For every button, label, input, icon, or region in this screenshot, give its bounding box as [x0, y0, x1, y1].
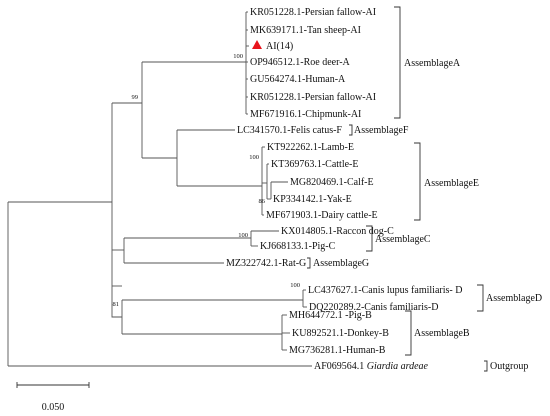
taxon-label: DQ220289.2-Canis familiaris-D: [309, 302, 438, 313]
taxon-label: KR051228.1-Persian fallow-AI: [250, 92, 376, 103]
bracket-assemblage-b: [405, 310, 412, 356]
taxon-label: KX014805.1-Raccon dog-C: [281, 226, 394, 237]
taxon-label: MG820469.1-Calf-E: [290, 177, 374, 188]
taxon-label: KP334142.1-Yak-E: [273, 194, 352, 205]
scale-bar-line: [16, 382, 90, 388]
bootstrap-value: 81: [113, 301, 120, 308]
tree-branches: [7, 11, 312, 367]
red-triangle-icon: [252, 40, 262, 49]
branch-db-link: [111, 286, 122, 318]
outgroup-species: Giardia ardeae: [367, 361, 429, 372]
group-brackets: [307, 6, 488, 372]
taxon-label: GU564274.1-Human-A: [250, 74, 346, 85]
bootstrap-value: 86: [259, 198, 266, 205]
taxon-label: LC341570.1-Felis catus-F: [237, 125, 342, 136]
group-label-c: AssemblageC: [375, 234, 431, 245]
taxon-label: KU892521.1-Donkey-B: [292, 328, 389, 339]
bootstrap-value: 99: [132, 94, 139, 101]
taxon-label: MG736281.1-Human-B: [289, 345, 386, 356]
bracket-outgroup: [484, 360, 488, 372]
bracket-assemblage-g: [307, 257, 311, 269]
bracket-assemblage-a: [394, 6, 401, 119]
taxon-label: KR051228.1-Persian fallow-AI: [250, 7, 376, 18]
taxon-label: AI(14): [266, 41, 293, 52]
bootstrap-value: 100: [233, 53, 243, 60]
outgroup-label: AF069564.1 Giardia ardeae: [314, 361, 429, 372]
bootstrap-value: 100: [290, 282, 300, 289]
bootstrap-value: 100: [249, 154, 259, 161]
group-label-outgroup: Outgroup: [490, 361, 528, 372]
bracket-assemblage-c: [366, 225, 373, 252]
scale-bar-label: 0.050: [42, 402, 65, 413]
scale-bar: 0.050: [16, 382, 90, 413]
bracket-assemblage-f: [349, 124, 353, 136]
bracket-assemblage-e: [414, 142, 421, 221]
group-label-b: AssemblageB: [414, 328, 470, 339]
outgroup-accession: AF069564.1: [314, 361, 364, 372]
taxon-label: KJ668133.1-Pig-C: [260, 241, 336, 252]
taxon-label: MK639171.1-Tan sheep-AI: [250, 25, 361, 36]
taxon-label: MH644772.1 -Pig-B: [289, 310, 372, 321]
group-labels: AssemblageA AssemblageF AssemblageE Asse…: [313, 58, 542, 372]
taxon-label: MF671903.1-Dairy cattle-E: [266, 210, 378, 221]
group-label-e: AssemblageE: [424, 178, 479, 189]
group-label-f: AssemblageF: [354, 125, 409, 136]
bootstrap-values: 100 99 100 86 100 100 81: [113, 53, 301, 308]
group-label-d: AssemblageD: [486, 293, 542, 304]
taxon-label: KT369763.1-Cattle-E: [271, 159, 358, 170]
taxon-labels: KR051228.1-Persian fallow-AI MK639171.1-…: [226, 7, 462, 372]
group-label-g: AssemblageG: [313, 258, 369, 269]
bracket-assemblage-d: [477, 284, 484, 312]
taxon-label: LC437627.1-Canis lupus familiaris- D: [308, 285, 462, 296]
taxon-label: MF671916.1-Chipmunk-AI: [250, 109, 361, 120]
group-label-a: AssemblageA: [404, 58, 461, 69]
taxon-label: OP946512.1-Roe deer-A: [250, 57, 351, 68]
taxon-label: MZ322742.1-Rat-G: [226, 258, 306, 269]
taxon-label: KT922262.1-Lamb-E: [267, 142, 354, 153]
bootstrap-value: 100: [238, 232, 248, 239]
